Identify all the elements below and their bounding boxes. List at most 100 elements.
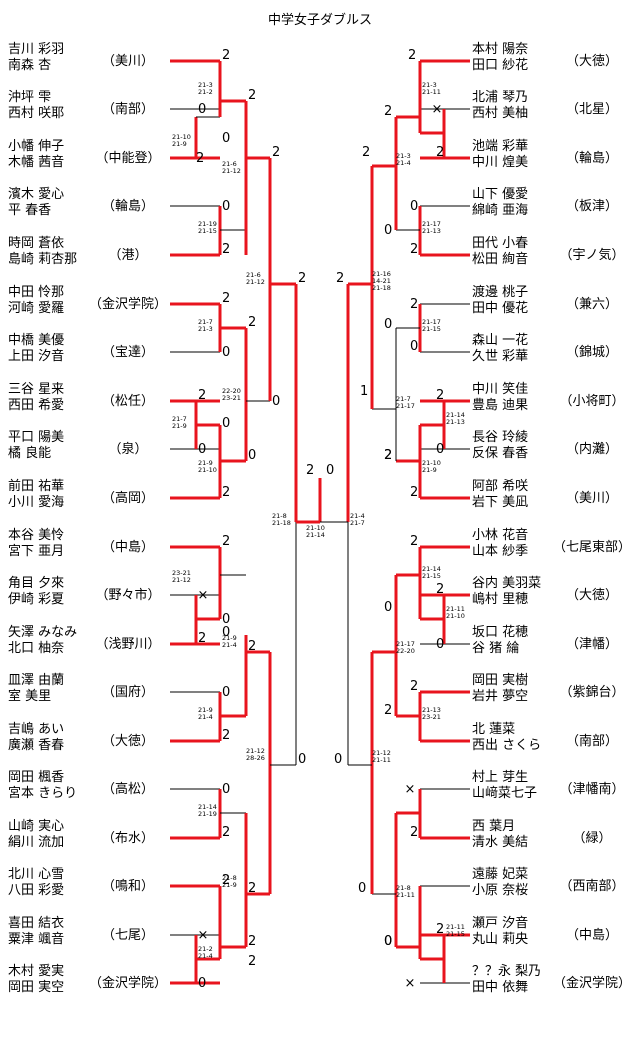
left-school: （中能登）	[95, 151, 160, 166]
left-player-1: 平口 陽美	[8, 430, 64, 445]
game-score-l17: 21-4	[198, 952, 213, 960]
match-score: 2	[306, 463, 314, 478]
match-score: 0	[334, 752, 342, 767]
right-player-1: 瀬戸 汐音	[472, 915, 528, 931]
match-score: 0	[272, 394, 280, 409]
left-player-2: 小川 愛海	[8, 495, 64, 510]
game-score-l13: 21-9	[198, 706, 213, 714]
game-score-l03: 21-12	[222, 167, 241, 175]
right-school: （小将町）	[559, 394, 624, 409]
right-player-1: 小林 花音	[472, 527, 528, 543]
left-player-1: 沖坪 雫	[8, 90, 51, 105]
right-player-2: 田口 紗花	[472, 57, 528, 73]
game-score-r10: 21-15	[422, 572, 441, 580]
left-player-1: 皿澤 由蘭	[8, 672, 64, 688]
game-score-r13: 21-13	[422, 706, 441, 714]
left-player-2: 伊崎 彩夏	[8, 592, 64, 607]
right-school: （美川）	[566, 491, 618, 506]
match-score: 2	[222, 825, 230, 840]
game-score-r12: 22-20	[396, 647, 415, 655]
game-score-l12: 21-9	[222, 634, 237, 642]
match-score: 2	[222, 48, 230, 63]
left-player-1: 中田 怜那	[8, 285, 64, 300]
match-score: 2	[362, 145, 370, 160]
right-player-2: 山﨑菜七子	[472, 785, 537, 801]
right-school: （大徳）	[566, 588, 618, 603]
game-score-r01: 21-3	[422, 81, 437, 89]
game-score-r05: 21-15	[422, 325, 441, 333]
right-player-1: 谷内 美羽菜	[472, 575, 541, 591]
left-player-2: 河崎 愛羅	[8, 301, 64, 316]
left-player-2: 廣瀬 香春	[8, 738, 64, 753]
right-player-1: 坂口 花穂	[472, 624, 528, 640]
match-score: 0	[222, 685, 230, 700]
right-player-1: 池端 彩華	[472, 139, 528, 154]
game-score-l01: 21-2	[198, 88, 213, 96]
game-score-l16: 21-8	[222, 874, 237, 882]
game-score-l10: 21-8	[272, 512, 287, 520]
match-score: 2	[436, 582, 444, 597]
left-player-2: 北口 柚奈	[8, 641, 64, 656]
game-score-l08: 21-7	[172, 415, 187, 423]
game-score-r15: 21-8	[396, 884, 411, 892]
left-player-2: 絹川 流加	[8, 835, 64, 850]
left-school: （中島）	[102, 540, 154, 555]
left-player-2: 橘 良能	[8, 445, 51, 461]
match-score: 2	[410, 534, 418, 549]
game-score-r16: 21-11	[446, 923, 465, 931]
right-player-2: 小原 奈桜	[472, 883, 528, 898]
game-score-r11: 21-11	[446, 605, 465, 613]
left-player-2: 西村 咲耶	[8, 105, 64, 121]
game-score-r12: 21-17	[396, 640, 415, 648]
match-score: 0	[410, 339, 418, 354]
left-player-2: 南森 杏	[8, 57, 51, 73]
left-player-1: 三谷 星来	[8, 382, 64, 397]
game-score-r14: 21-12	[372, 749, 391, 757]
game-score-l07: 22-20	[222, 387, 241, 395]
game-score-l02: 21-10	[172, 133, 191, 141]
right-player-1: 岡田 実樹	[472, 672, 528, 688]
left-player-2: 宮下 亜月	[8, 543, 64, 559]
game-score-l03: 21-6	[222, 160, 237, 168]
game-score-r06: 21-17	[396, 402, 415, 410]
left-player-1: 北川 心雪	[8, 867, 64, 882]
game-score-l09: 21-10	[198, 466, 217, 474]
match-score: 0	[410, 199, 418, 214]
game-score-r04: 21-18	[372, 284, 391, 292]
left-player-2: 岡田 実空	[8, 979, 64, 995]
match-score: 0	[436, 442, 444, 457]
left-player-1: 角目 夕來	[8, 576, 64, 591]
right-player-2: 丸山 莉央	[472, 932, 528, 947]
right-player-2: 綿崎 亜海	[472, 203, 528, 218]
walkover-mark: ×	[198, 588, 209, 603]
right-player-2: 嶋村 里穂	[472, 592, 528, 607]
right-school: （内灘）	[566, 441, 618, 457]
left-player-2: 木幡 茜音	[8, 154, 64, 170]
left-school: （宝達）	[102, 345, 154, 360]
right-player-2: 岩井 夢空	[472, 689, 528, 704]
match-score: 2	[222, 291, 230, 306]
match-score: 2	[222, 873, 230, 888]
game-score-r09: 21-7	[350, 519, 365, 527]
match-score: 2	[196, 151, 204, 166]
game-score-l15: 21-19	[198, 810, 217, 818]
right-player-1: 長谷 玲綾	[472, 429, 528, 445]
match-score: 0	[326, 463, 334, 478]
match-score: 2	[410, 825, 418, 840]
right-player-1: ？？永 梨乃	[472, 964, 541, 979]
game-score-r04: 14-21	[372, 277, 391, 285]
game-score-r03: 21-17	[422, 220, 441, 228]
right-school: （西南部）	[559, 878, 624, 894]
left-player-1: 喜田 結衣	[8, 915, 64, 931]
game-score-r05: 21-17	[422, 318, 441, 326]
left-player-2: 粟津 颯音	[8, 931, 64, 947]
right-player-2: 山本 紗季	[472, 544, 528, 559]
left-school: （浅野川）	[95, 637, 160, 652]
game-score-r14: 21-11	[372, 756, 391, 764]
right-player-2: 西出 さくら	[472, 738, 541, 753]
left-school: （松任）	[102, 394, 154, 409]
right-player-1: 中川 笑佳	[472, 381, 528, 397]
game-score-r10: 21-14	[422, 565, 441, 573]
left-player-2: 島崎 莉杏那	[8, 252, 77, 267]
match-score: 0	[198, 102, 206, 117]
